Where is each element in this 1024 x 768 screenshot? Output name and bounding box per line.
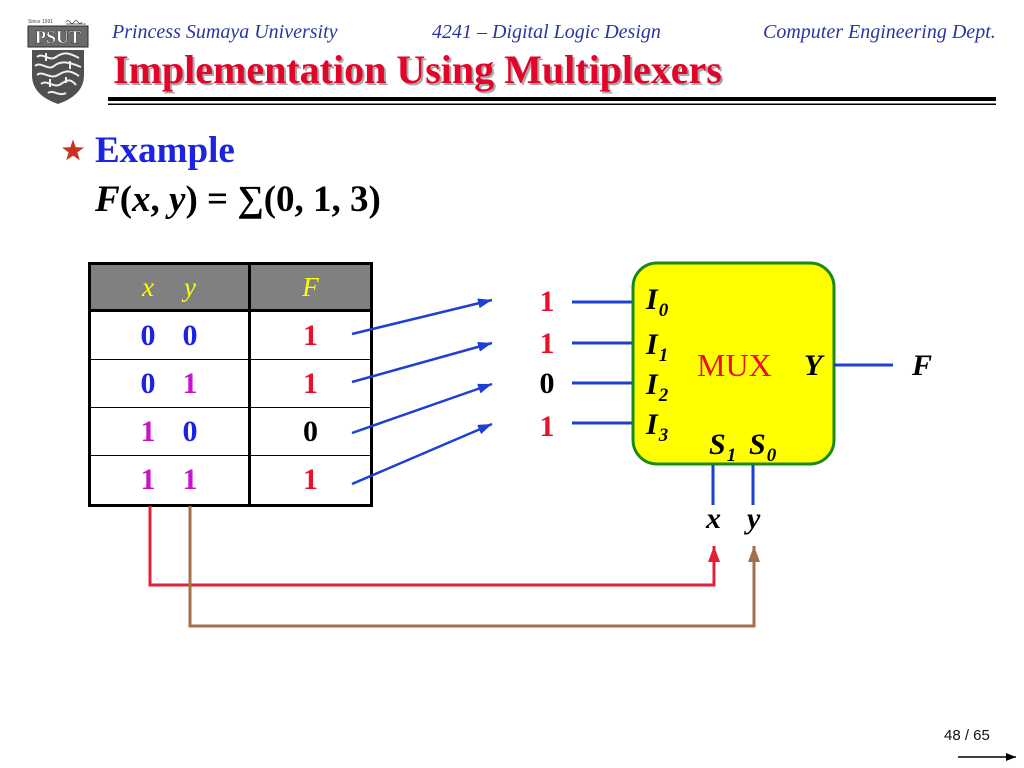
select-label-index: 1 — [726, 445, 737, 466]
function-var-x: x — [132, 179, 151, 220]
y-value: 0 — [182, 318, 198, 352]
row-3-to-input-arrow — [351, 422, 493, 486]
mux-label: MUX — [697, 347, 772, 383]
mux-select-label-s0: S0 — [749, 428, 776, 466]
output-cell: 1 — [251, 360, 370, 407]
header-course: 4241 – Digital Logic Design — [432, 21, 661, 43]
select-label-index: 0 — [766, 445, 777, 466]
input-label-letter: I — [646, 368, 658, 401]
mux-input-value-3: 1 — [539, 410, 555, 443]
row-2-to-input-arrow — [351, 382, 493, 435]
logo-pattern — [34, 52, 82, 96]
function-output-signal: F — [912, 349, 933, 382]
table-row: 0 1 1 — [91, 360, 370, 408]
table-row: 0 0 1 — [91, 312, 370, 360]
column-header-f: F — [302, 271, 319, 302]
input-label-letter: I — [646, 408, 658, 441]
f-value: 1 — [303, 366, 318, 400]
row-1-to-input-arrow — [351, 341, 493, 384]
mux-input-value-2: 0 — [539, 367, 555, 400]
table-row: 1 0 0 — [91, 408, 370, 456]
bullet-heading: Example — [95, 130, 235, 171]
select-signal-x: x — [706, 502, 721, 535]
input-cell: 1 0 — [91, 408, 251, 455]
logo-banner — [27, 25, 89, 48]
page-title: Implementation Using Multiplexers — [113, 47, 722, 92]
output-column-header-cell: F — [251, 265, 370, 309]
x-value: 0 — [140, 318, 156, 352]
star-icon — [62, 139, 84, 161]
x-value: 1 — [140, 463, 156, 496]
x-value: 1 — [140, 414, 156, 448]
mux-select-label-s1: S1 — [709, 428, 736, 466]
input-cell: 0 1 — [91, 360, 251, 407]
mux-output-label: Y — [804, 349, 823, 382]
select-label-letter: S — [749, 428, 766, 461]
function-open-paren: ( — [119, 179, 133, 220]
mux-input-label-i0: I0 — [646, 283, 668, 321]
column-header-y: y — [184, 271, 196, 302]
column-header-x-cell: x — [131, 265, 165, 309]
table-row: 1 1 1 — [91, 456, 370, 504]
input-label-index: 3 — [658, 425, 669, 446]
x-column-connector — [148, 506, 720, 587]
select-label-letter: S — [709, 428, 726, 461]
function-separator: , — [150, 179, 170, 220]
title-rule — [108, 97, 996, 105]
mux-input-value-1: 1 — [539, 327, 555, 360]
logo-acronym: PSUT — [35, 27, 81, 47]
input-label-letter: I — [646, 283, 658, 316]
input-columns-header: x y — [91, 265, 251, 309]
row-0-to-input-arrow — [351, 298, 493, 336]
y-value: 0 — [182, 414, 198, 448]
truth-table: x y F 0 0 1 0 1 1 — [88, 262, 373, 507]
input-label-letter: I — [646, 328, 658, 361]
function-name: F — [95, 179, 120, 220]
function-var-y: y — [169, 179, 186, 220]
mux-input-value-0: 1 — [539, 285, 555, 318]
output-cell: 1 — [251, 312, 370, 359]
input-label-index: 0 — [658, 300, 669, 321]
y-value: 1 — [182, 366, 198, 400]
output-cell: 0 — [251, 408, 370, 455]
column-header-x: x — [142, 271, 154, 302]
output-cell: 1 — [251, 456, 370, 504]
logo-established-text: Since 1991 — [28, 19, 53, 25]
logo-arabic-lettering — [65, 20, 86, 25]
f-value: 1 — [303, 318, 318, 352]
y-column-connector — [188, 506, 760, 628]
select-signal-y: y — [747, 502, 761, 535]
x-value: 0 — [140, 366, 156, 400]
header-university: Princess Sumaya University — [112, 21, 338, 43]
psut-logo: Since 1991 PSUT — [27, 19, 89, 104]
input-label-index: 1 — [658, 345, 669, 366]
f-value: 1 — [303, 463, 318, 496]
mux-input-label-i2: I2 — [646, 368, 668, 406]
column-header-y-cell: y — [173, 265, 207, 309]
boolean-function: F(x, y) = ∑(0, 1, 3) — [95, 181, 381, 218]
header-department: Computer Engineering Dept. — [763, 21, 996, 43]
input-label-index: 2 — [658, 385, 669, 406]
truth-table-header-row: x y F — [91, 265, 370, 312]
mux-input-label-i3: I3 — [646, 408, 668, 446]
mux-input-label-i1: I1 — [646, 328, 668, 366]
input-cell: 0 0 — [91, 312, 251, 359]
page-number: 48 / 65 — [944, 727, 990, 744]
function-minterms: ) = ∑(0, 1, 3) — [185, 179, 381, 220]
input-cell: 1 1 — [91, 456, 251, 504]
y-value: 1 — [182, 463, 198, 496]
f-value: 0 — [303, 414, 318, 448]
